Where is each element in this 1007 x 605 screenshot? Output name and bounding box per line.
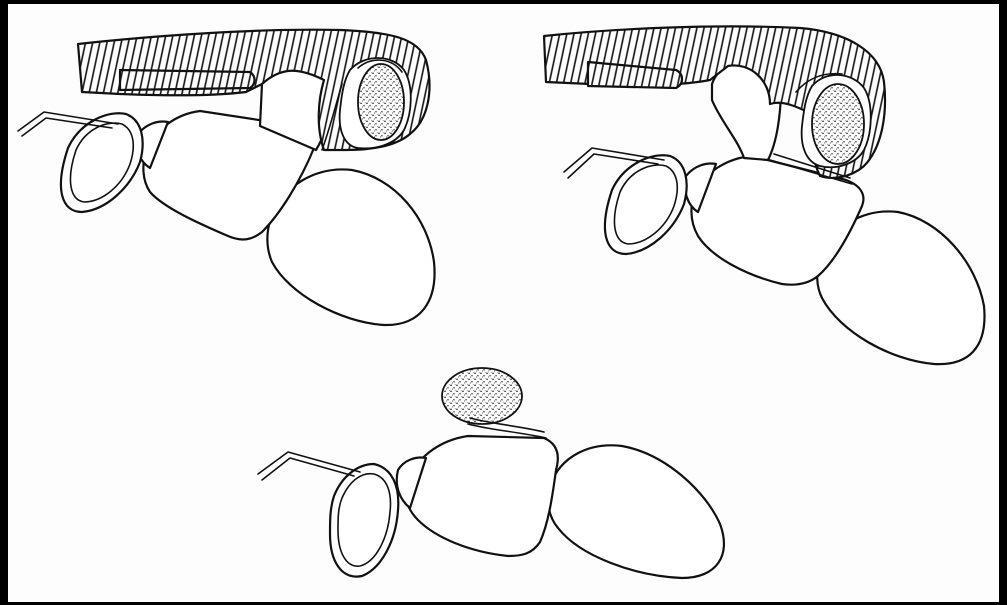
stippled-body bbox=[442, 368, 522, 424]
stippled-body bbox=[812, 84, 864, 164]
cap-flange bbox=[120, 70, 255, 90]
stippled-body bbox=[358, 64, 404, 140]
